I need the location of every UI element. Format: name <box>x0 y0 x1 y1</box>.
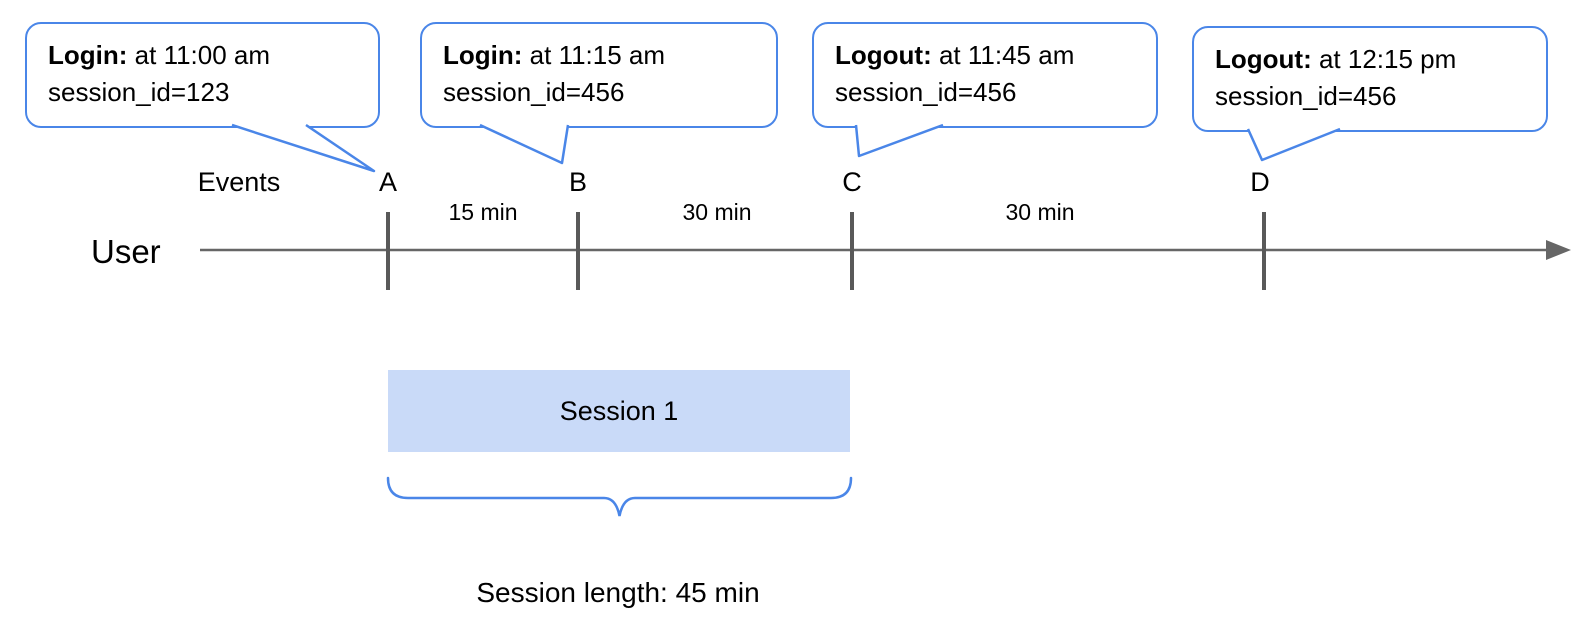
callout-session-id: session_id=456 <box>835 77 1017 107</box>
callout-event-type: Logout: <box>1215 44 1312 74</box>
interval-b-c: 30 min <box>682 199 752 225</box>
interval-c-d: 30 min <box>1005 199 1075 225</box>
session-length-brace-icon <box>386 476 853 517</box>
callout-login-b: Login: at 11:15 am session_id=456 <box>420 22 778 128</box>
event-label-a: A <box>378 167 398 197</box>
callout-event-type: Logout: <box>835 40 932 70</box>
callout-time: at 12:15 pm <box>1318 44 1457 74</box>
callout-line-1: Login: at 11:15 am <box>443 37 768 74</box>
callout-login-a: Login: at 11:00 am session_id=123 <box>25 22 380 128</box>
callout-tail-a-icon <box>231 123 376 173</box>
callout-time: at 11:00 am <box>134 40 271 70</box>
timeline-arrowhead-icon <box>1546 240 1571 260</box>
callout-logout-d: Logout: at 12:15 pm session_id=456 <box>1192 26 1548 132</box>
callout-line-1: Logout: at 12:15 pm <box>1215 41 1538 78</box>
callout-line-1: Logout: at 11:45 am <box>835 37 1148 74</box>
callout-tail-c-icon <box>854 123 944 158</box>
event-label-d: D <box>1250 167 1270 197</box>
callout-event-type: Login: <box>48 40 128 70</box>
events-label: Events <box>197 167 281 197</box>
callout-tail-b-icon <box>479 123 570 165</box>
user-axis-label: User <box>91 233 161 270</box>
callout-tail-d-icon <box>1246 127 1341 162</box>
event-label-b: B <box>568 167 588 197</box>
session-1-bar: Session 1 <box>388 370 850 452</box>
callout-logout-c: Logout: at 11:45 am session_id=456 <box>812 22 1158 128</box>
callout-session-id: session_id=456 <box>1215 81 1397 111</box>
callout-time: at 11:15 am <box>529 40 666 70</box>
session-length-label: Session length: 45 min <box>476 577 760 608</box>
callout-time: at 11:45 am <box>938 40 1075 70</box>
session-1-label: Session 1 <box>559 395 679 426</box>
callout-event-type: Login: <box>443 40 523 70</box>
callout-line-1: Login: at 11:00 am <box>48 37 370 74</box>
callout-session-id: session_id=456 <box>443 77 625 107</box>
event-label-c: C <box>842 167 862 197</box>
interval-a-b: 15 min <box>448 199 518 225</box>
callout-session-id: session_id=123 <box>48 77 230 107</box>
